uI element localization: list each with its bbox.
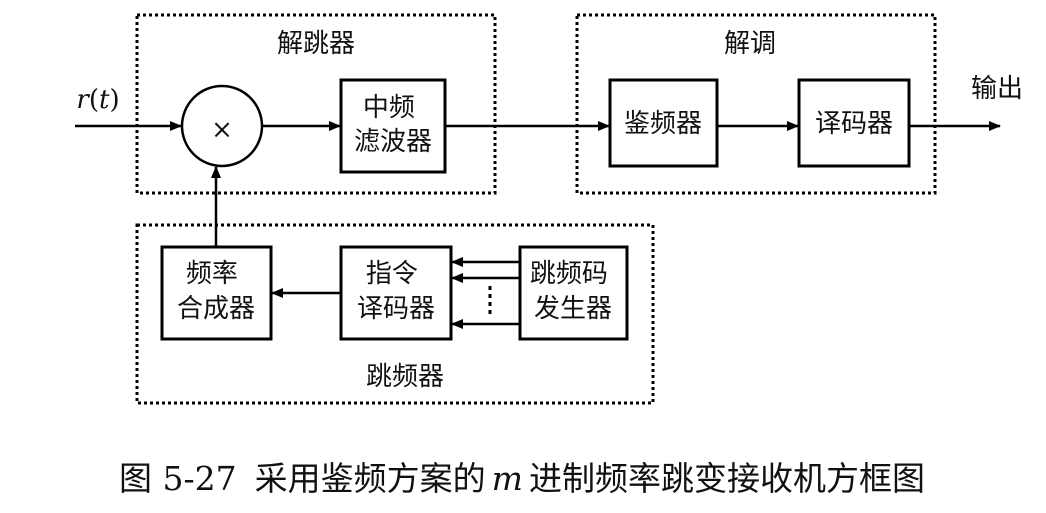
- freq-synthesizer-block: [160, 245, 273, 341]
- hopper-group: [135, 223, 655, 405]
- freq-discriminator-label: 鉴频器: [624, 109, 702, 139]
- hop-code-generator-block: [518, 245, 629, 341]
- hop-code-generator-label: 跳频码 发生器: [530, 259, 616, 324]
- decoder-label: 译码器: [815, 109, 893, 139]
- freq-discriminator-block: [608, 78, 719, 168]
- if-filter-label: 中频 滤波器: [354, 93, 432, 157]
- dehopper-label: 解跳器: [277, 29, 355, 59]
- demodulator-group: [575, 13, 937, 195]
- decoder-block: [797, 78, 911, 168]
- dehopper-group: [135, 13, 497, 195]
- demodulator-label: 解调: [724, 29, 776, 59]
- instruction-decoder-label: 指令 译码器: [357, 259, 435, 324]
- multiplier-symbol: ×: [211, 115, 233, 145]
- hopper-label: 跳频器: [366, 362, 444, 392]
- instruction-decoder-block: [339, 245, 453, 341]
- output-label: 输出: [971, 74, 1023, 104]
- input-signal-label: r(t): [76, 85, 119, 115]
- freq-synthesizer-label: 频率 合成器: [177, 259, 255, 324]
